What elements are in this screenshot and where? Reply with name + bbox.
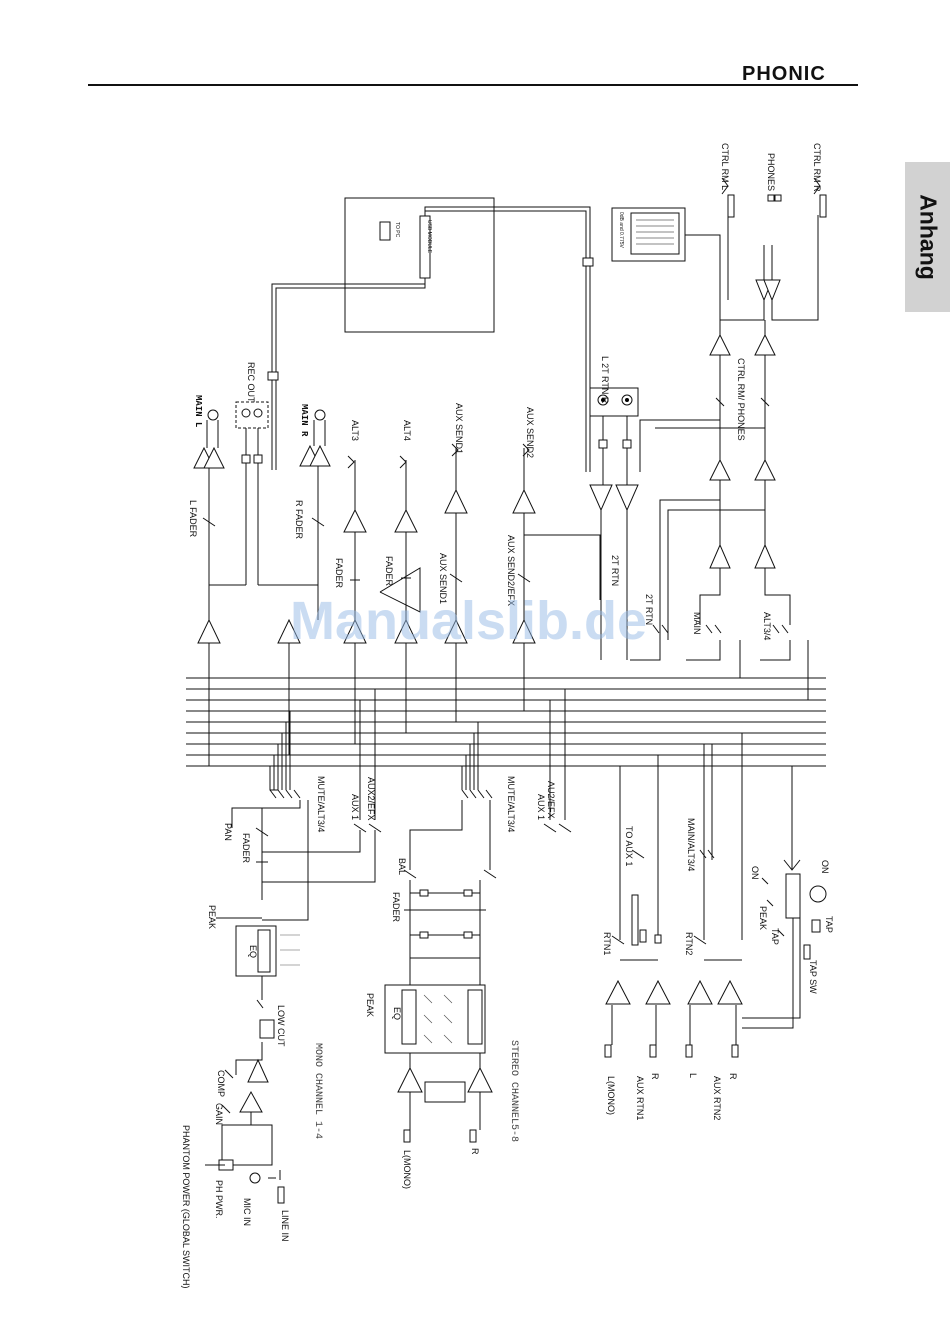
peak-label-mono: PEAK [207, 905, 217, 929]
aux2-efx-label: AUX2/EFX [366, 777, 376, 821]
to-pc-label: TO PC [394, 222, 400, 238]
dsp-display: 0dB and 0.775V [611, 207, 721, 300]
rec-out-label: REC OUT [246, 362, 256, 403]
ph-pwr-label: PH PWR. [214, 1180, 224, 1219]
brand-logo: PHONIC [742, 63, 826, 85]
alt34-label: ALT3/4 [762, 612, 772, 640]
mute-alt34-label-mono: MUTE/ALT3/4 [316, 776, 326, 832]
fader-label-mono: FADER [241, 833, 251, 864]
two-t-rtn-label-2: 2T RTN [644, 594, 654, 625]
ctrl-rm-phones-label: CTRL RM/ PHONES [736, 358, 746, 441]
rtn1-label: RTN1 [602, 932, 612, 955]
aux-send1-fader-label: AUX SEND1 [438, 553, 448, 604]
mic-in-label: MIC IN [242, 1198, 252, 1226]
to-aux1-label: TO AUX 1 [624, 826, 634, 866]
stereo-channel-strip: MUTE/ALT3/4 AUX 1 AU2/EFX BAL FADER PEAK… [365, 689, 572, 1189]
eq-label-stereo: EQ [392, 1007, 402, 1020]
l-mono-label-rtn1: L(MONO) [606, 1076, 616, 1115]
usb-module-block: USB MODULE TO PC [267, 197, 594, 472]
on-label-left: ON [750, 866, 760, 880]
aux-alt-outputs: ALT3 ALT4 AUX SEND1 AUX SEND2 FADER FADE… [334, 403, 601, 744]
main-r-label: MAIN R [299, 404, 309, 437]
rtn2-label: RTN2 [684, 932, 694, 955]
au2-efx-label: AU2/EFX [546, 781, 556, 819]
phantom-power-label: PHANTOM POWER (GLOBAL SWITCH) [181, 1125, 191, 1289]
aux-send2-efx-label: AUX SEND2/EFX [506, 535, 516, 606]
fader-label-alt3: FADER [334, 558, 344, 589]
usb-module-label: USB MODULE [426, 220, 432, 254]
two-t-rtn-label: 2T RTN [610, 555, 620, 586]
mute-alt34-label-stereo: MUTE/ALT3/4 [506, 776, 516, 832]
alt3-label: ALT3 [350, 420, 360, 441]
eq-label-mono: EQ [248, 945, 258, 958]
aux1-label-mono: AUX 1 [350, 794, 360, 820]
low-cut-label: LOW CUT [276, 1005, 286, 1047]
alt4-label: ALT4 [402, 420, 412, 441]
tap-sw-label: TAP SW [808, 960, 818, 994]
dsp-effects: ON ON PEAK TAP TAP TAP SW [742, 766, 834, 1029]
r-fader-label: R FADER [294, 500, 304, 540]
bal-label: BAL [397, 858, 407, 875]
aux-rtn2-label: AUX RTN2 [712, 1076, 722, 1120]
fader-label-alt4: FADER [384, 556, 394, 587]
stereo-channel-label: STEREO CHANNEL5-8 [508, 1040, 519, 1142]
aux-send2-label: AUX SEND2 [525, 407, 535, 458]
r-label-rtn1: R [650, 1073, 660, 1080]
dsp-display-label: 0dB and 0.775V [618, 212, 624, 249]
side-tab[interactable]: Anhang [905, 162, 950, 312]
line-in-label: LINE IN [280, 1210, 290, 1242]
r-label-stereo: R [470, 1148, 480, 1155]
bus-lines [186, 677, 826, 767]
header-rule [88, 84, 858, 86]
aux1-label-stereo: AUX 1 [536, 794, 546, 820]
peak-label-stereo: PEAK [365, 993, 375, 1017]
l-mono-label-stereo: L(MONO) [402, 1150, 412, 1189]
r-label-rtn2: R [728, 1073, 738, 1080]
aux-send1-label: AUX SEND1 [454, 403, 464, 454]
on-label-right: ON [820, 860, 830, 874]
main-l-label: MAIN L [193, 395, 203, 427]
main-label: MAIN [692, 612, 702, 635]
two-t-rtn-in-label: L 2T RTN R [600, 356, 610, 404]
peak-label-dsp: PEAK [758, 906, 768, 930]
main-alt34-label-rtn: MAIN/ALT3/4 [686, 818, 696, 871]
mono-channel-strip: MUTE/ALT3/4 AUX 1 AUX2/EFX PAN FADER PEA… [181, 689, 382, 1289]
aux-rtn1-label: AUX RTN1 [635, 1076, 645, 1120]
ctrl-rm-l-label: CTRL RM L [720, 143, 730, 190]
comp-label: COMP [216, 1070, 226, 1097]
main-outputs: MAIN L MAIN R REC OUT L FADER R FADER [188, 362, 331, 766]
two-t-return: L 2T RTN R 2T RTN 2T RTN [589, 356, 654, 660]
l-fader-label: L FADER [188, 500, 198, 538]
tap-label-left: TAP [770, 928, 780, 945]
ctrl-rm-r-label: CTRL RM R [812, 143, 822, 192]
aux-returns: TO AUX 1 MAIN/ALT3/4 RTN1 RTN2 L(MONO) A… [602, 733, 743, 1120]
main-alt-monitor-switching: MAIN ALT3/4 [630, 480, 809, 700]
control-room-outputs: CTRL RM L PHONES CTRL RM R CTRL RM/ PHON… [639, 143, 827, 481]
phones-label: PHONES [766, 153, 776, 191]
tap-label-right: TAP [824, 916, 834, 933]
gain-label: GAIN [214, 1103, 224, 1125]
pan-label: PAN [223, 823, 233, 841]
fader-label-stereo: FADER [391, 892, 401, 923]
mono-channel-label: MONO CHANNEL 1-4 [312, 1043, 323, 1139]
l-label-rtn2: L [688, 1073, 698, 1078]
